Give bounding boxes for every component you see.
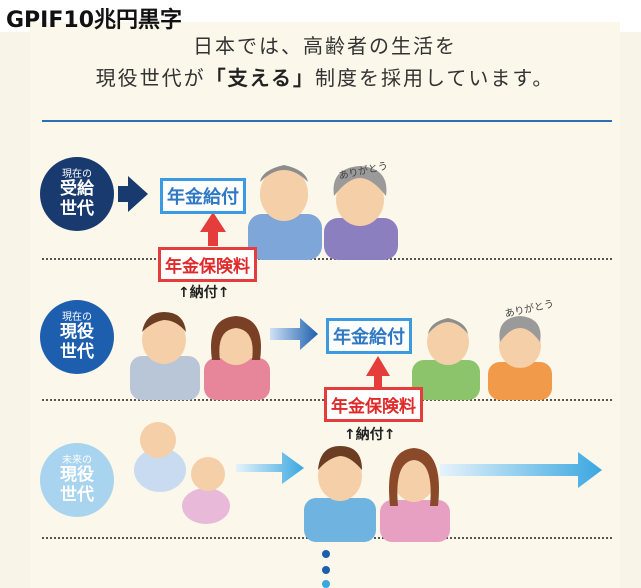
elderly-man-figure (248, 165, 322, 260)
badge-big-label: 受給 (60, 179, 94, 200)
future-man-figure (304, 446, 376, 542)
working-man-figure (130, 312, 200, 400)
heading-line2-pre: 現役世代が (95, 66, 206, 90)
arrow-right-icon (118, 176, 148, 212)
payment-label: ↑納付↑ (344, 427, 396, 443)
heading: 日本では、高齢者の生活を 現役世代が「支える」制度を採用しています。 (30, 30, 620, 94)
elderly-man-figure (412, 318, 480, 400)
badge-future-working-generation: 未来の 現役 世代 (40, 443, 114, 517)
arrow-up-icon (200, 212, 226, 246)
badge-current-working-generation: 現在の 現役 世代 (40, 300, 114, 374)
payment-label: ↑納付↑ (178, 285, 230, 301)
heading-line2-emphasis: 「支える」 (205, 66, 315, 90)
overlay-title: GPIF10兆円黒字 (6, 8, 183, 33)
heading-line1: 日本では、高齢者の生活を (193, 34, 457, 58)
continuation-dot (322, 566, 330, 574)
working-woman-figure (204, 316, 270, 400)
badge-big-label: 世代 (60, 198, 94, 219)
badge-big-label: 現役 (60, 465, 94, 486)
pension-benefit-box: 年金給付 (160, 178, 246, 214)
arrow-right-icon (440, 452, 602, 488)
heading-divider (42, 120, 612, 122)
row-divider-1 (42, 258, 612, 260)
badge-big-label: 現役 (60, 322, 94, 343)
badge-current-recipient-generation: 現在の 受給 世代 (40, 157, 114, 231)
future-woman-figure (380, 448, 450, 542)
elderly-woman-figure (488, 316, 552, 400)
pension-premium-box: 年金保険料 (158, 247, 257, 282)
arrow-up-icon (366, 356, 390, 390)
badge-small-label: 現在の (62, 311, 92, 323)
pension-benefit-box: 年金給付 (326, 318, 412, 354)
baby-figure (182, 457, 230, 524)
badge-big-label: 世代 (60, 341, 94, 362)
heading-line2-post: 制度を採用しています。 (315, 66, 555, 90)
continuation-dot (322, 580, 330, 588)
arrow-right-icon (236, 452, 304, 484)
arrow-right-icon (270, 318, 318, 350)
badge-small-label: 現在の (62, 168, 92, 180)
heading-line2: 現役世代が「支える」制度を採用しています。 (30, 62, 620, 94)
baby-figure (134, 422, 186, 492)
badge-small-label: 未来の (62, 454, 92, 466)
badge-big-label: 世代 (60, 484, 94, 505)
pension-premium-box: 年金保険料 (324, 387, 423, 422)
elderly-woman-figure (324, 166, 398, 260)
continuation-dot (322, 550, 330, 558)
